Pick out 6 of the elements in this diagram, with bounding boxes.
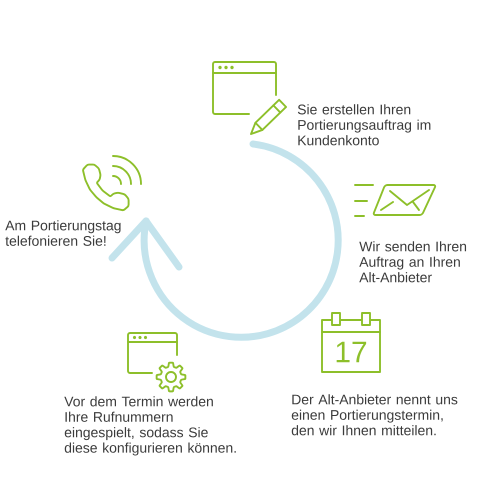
step-text: Der Alt-Anbieter nennt uns einen Portierungstermin, den wir Ihnen mitteilen. (292, 394, 458, 436)
step-text: Am Portierungstag telefonieren Sie! (5, 220, 121, 246)
step-text: Sie erstellen Ihren Portierungsauftrag im Kundenkonto (298, 104, 430, 146)
calendar-date: 17 (336, 342, 366, 362)
step-text: Wir senden Ihren Auftrag an Ihren Alt-Anbieter (359, 241, 466, 282)
step-text: Vor dem Termin werden Ihre Rufnummern eingespielt, sodass Sie diese konfigurieren können. (64, 396, 236, 456)
